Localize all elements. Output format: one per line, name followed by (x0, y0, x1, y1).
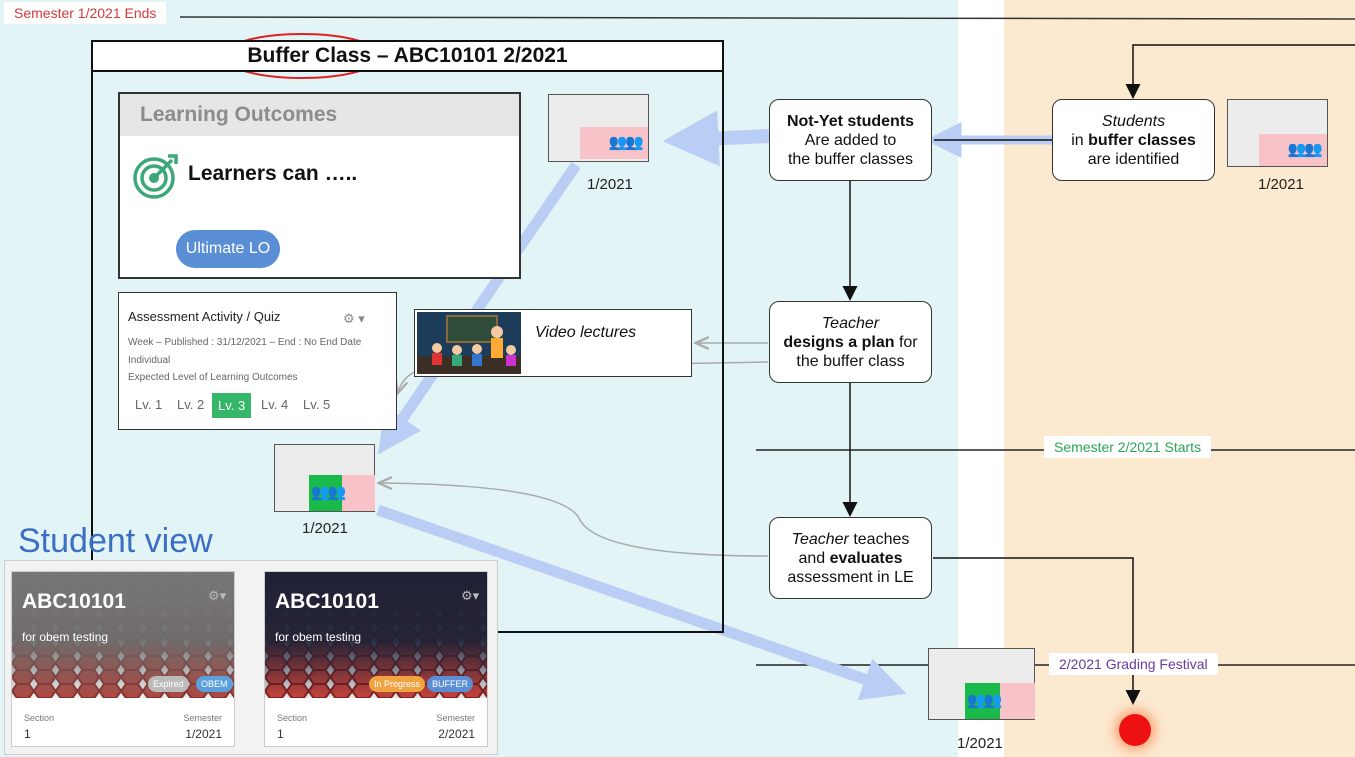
calendar-thumbnail: 👥👥 (928, 648, 1035, 720)
quiz-title: Assessment Activity / Quiz (128, 309, 281, 324)
group-icon: 👥👥 (608, 134, 644, 151)
course-code: ABC10101 (275, 590, 379, 613)
classroom-illustration (417, 312, 521, 374)
node-text: and (798, 549, 830, 567)
node-text: in (1071, 131, 1089, 149)
learners-can-text: Learners can ….. (188, 162, 358, 185)
group-icon: 👥👥 (1287, 141, 1323, 158)
calendar-thumbnail: 👥👥 (548, 94, 649, 162)
node-text: evaluates (829, 549, 903, 567)
class-slot-pink (342, 475, 375, 511)
class-slot-green (309, 475, 342, 511)
video-lectures-box: Video lectures (414, 309, 692, 377)
connector-arrow (380, 483, 769, 557)
node-text: Teacher (821, 314, 880, 332)
calendar-date: 1/2021 (1258, 176, 1304, 193)
semester-end-label: Semester 1/2021 Ends (4, 2, 167, 24)
node-text: assessment in LE (787, 568, 914, 586)
end-dot (1119, 714, 1151, 746)
level-5[interactable]: Lv. 5 (303, 397, 331, 412)
class-slot-pink (580, 127, 648, 159)
node-text: the buffer class (796, 352, 905, 370)
type-badge: OBEM (196, 676, 233, 692)
node-text: for (894, 333, 918, 351)
course-card[interactable]: ABC10101 for obem testing ⚙▾ In Progress… (264, 571, 488, 747)
group-icon: 👥👥 (967, 692, 1002, 709)
timeline-line (179, 16, 1355, 20)
not-yet-students-node: Not-Yet students Are added to the buffer… (769, 99, 932, 181)
course-subtitle: for obem testing (22, 630, 109, 644)
card-cover-image (12, 572, 234, 698)
section-label: Section (277, 713, 308, 723)
section-value: 1 (277, 727, 284, 741)
node-text: are identified (1087, 150, 1180, 168)
flow-arrow (376, 504, 907, 701)
learning-outcomes-header: Learning Outcomes (120, 94, 519, 136)
node-text: Are added to (804, 131, 897, 149)
teacher-teaches-node: Teacher teaches and evaluates assessment… (769, 517, 932, 599)
class-slot-pink (1000, 683, 1035, 719)
semester-value: 2/2021 (438, 727, 475, 741)
node-text: buffer classes (1088, 131, 1196, 149)
semester-value: 1/2021 (185, 727, 222, 741)
node-text: Not-Yet students (786, 112, 915, 130)
assessment-quiz-card: Assessment Activity / Quiz ⚙ ▾ Week – Pu… (118, 292, 397, 430)
node-text: Students (1101, 112, 1166, 130)
group-icon: 👥👥 (311, 484, 346, 501)
course-card[interactable]: ABC10101 for obem testing ⚙▾ Expired OBE… (11, 571, 235, 747)
class-slot-pink (1259, 134, 1327, 166)
quiz-meta: Expected Level of Learning Outcomes (128, 372, 298, 383)
semester-label: Semester (436, 713, 475, 723)
target-icon (133, 154, 178, 199)
connector-arrow (1125, 44, 1355, 99)
student-view-panel: ABC10101 for obem testing ⚙▾ Expired OBE… (4, 560, 498, 755)
flow-arrow (378, 161, 581, 455)
level-1[interactable]: Lv. 1 (135, 397, 163, 412)
ultimate-lo-button[interactable]: Ultimate LO (176, 230, 280, 268)
level-4[interactable]: Lv. 4 (261, 397, 289, 412)
section-value: 1 (24, 727, 31, 741)
status-badge: Expired (148, 676, 189, 692)
calendar-thumbnail: 👥👥 (1227, 99, 1328, 167)
flow-arrow (662, 110, 770, 167)
section-label: Section (24, 713, 55, 723)
node-text: teaches (848, 530, 910, 548)
class-slot-green (965, 683, 1000, 719)
calendar-date: 1/2021 (587, 176, 633, 193)
node-text: the buffer classes (787, 150, 914, 168)
grading-festival-label: 2/2021 Grading Festival (1049, 653, 1218, 675)
gear-icon[interactable]: ⚙ ▾ (343, 311, 365, 326)
quiz-meta: Week – Published : 31/12/2021 – End : No… (128, 337, 362, 348)
teacher-designs-plan-node: Teacher designs a plan for the buffer cl… (769, 301, 932, 383)
calendar-thumbnail: 👥👥 (274, 444, 375, 512)
student-view-title: Student view (18, 522, 213, 560)
node-text: designs a plan (783, 333, 895, 351)
students-identified-node: Students in buffer classes are identifie… (1052, 99, 1215, 181)
buffer-class-title: Buffer Class – ABC10101 2/2021 (91, 40, 724, 72)
calendar-date: 1/2021 (302, 520, 348, 537)
gap-region (958, 0, 1004, 757)
type-badge: BUFFER (427, 676, 473, 692)
node-text: Teacher (791, 530, 849, 548)
gear-icon[interactable]: ⚙▾ (208, 588, 227, 603)
status-badge: In Progress (369, 676, 426, 692)
quiz-meta: Individual (128, 355, 171, 366)
video-lectures-label: Video lectures (535, 324, 637, 341)
level-2[interactable]: Lv. 2 (177, 397, 205, 412)
semester-label: Semester (183, 713, 222, 723)
learning-outcomes-card: Learning Outcomes Learners can ….. Ultim… (118, 92, 521, 279)
course-subtitle: for obem testing (275, 630, 362, 644)
calendar-date: 1/2021 (957, 735, 1003, 752)
course-code: ABC10101 (22, 590, 126, 613)
level-3-selected[interactable]: Lv. 3 (212, 393, 252, 418)
gear-icon[interactable]: ⚙▾ (461, 588, 480, 603)
semester-start-label: Semester 2/2021 Starts (1044, 436, 1212, 458)
